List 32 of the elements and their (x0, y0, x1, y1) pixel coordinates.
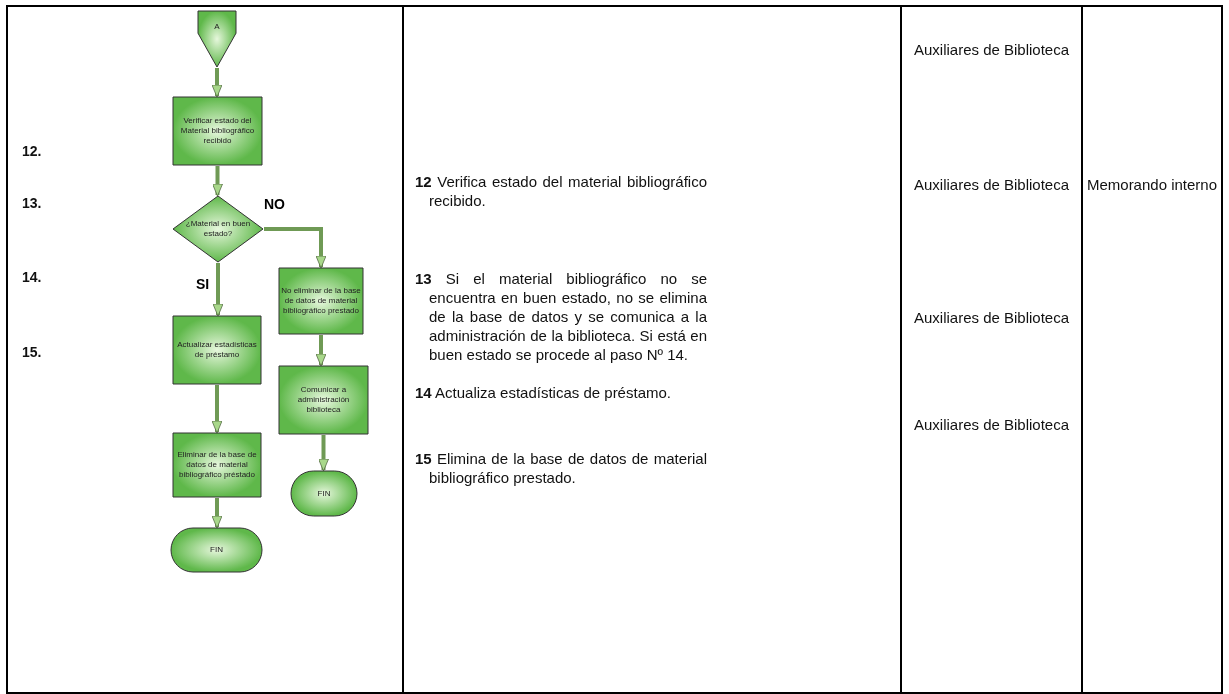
process-box: No eliminar de la base de datos de material bibliográfico prestado (278, 267, 364, 335)
off-page-connector: A (197, 10, 237, 68)
step-number: 14. (22, 268, 43, 287)
step-number: 13. (22, 194, 43, 213)
step-description: 14 Actualiza estadísticas de préstamo. (415, 383, 672, 402)
step-description: 12 Verifica estado del material bibliográfico recibido. (415, 172, 707, 210)
responsible-text: Auxiliares de Biblioteca (912, 415, 1071, 434)
step-number: 15. (22, 343, 43, 362)
arrow (318, 435, 329, 472)
arrow (211, 68, 223, 98)
arrow (212, 166, 223, 197)
step-description: 15 Elimina de la base de datos de material bibliográfico prestado. (415, 449, 707, 487)
arrow (264, 227, 327, 269)
process-box: Eliminar de la base de datos de material bibliográfico préstado (172, 432, 262, 498)
edge-label: NO (264, 196, 285, 212)
arrow (315, 335, 327, 367)
step-description: 13 Si el material bibliográfico no se encuentra en buen estado, no se elimina de la base de datos y se comunica a la administración de la biblioteca. Si está en buen estado se procede al paso Nº 14. (415, 269, 707, 364)
document-text: Memorando interno (1085, 175, 1219, 194)
responsible-text: Auxiliares de Biblioteca (912, 308, 1071, 327)
arrow (211, 498, 223, 529)
arrow (212, 263, 224, 317)
terminator: FIN (290, 470, 358, 517)
process-box: Comunicar a administración biblioteca (278, 365, 369, 435)
responsible-text: Auxiliares de Biblioteca (912, 175, 1071, 194)
process-box: Verificar estado del Material bibliográfico recibido (172, 96, 263, 166)
arrow (211, 385, 223, 434)
process-box: Actualizar estadísticas de préstamo (172, 315, 262, 385)
terminator: FIN (170, 527, 263, 573)
edge-label: SI (196, 276, 210, 292)
responsible-text: Auxiliares de Biblioteca (912, 40, 1071, 59)
decision-diamond: ¿Material en buen estado? (172, 195, 264, 263)
step-number: 12. (22, 142, 43, 161)
